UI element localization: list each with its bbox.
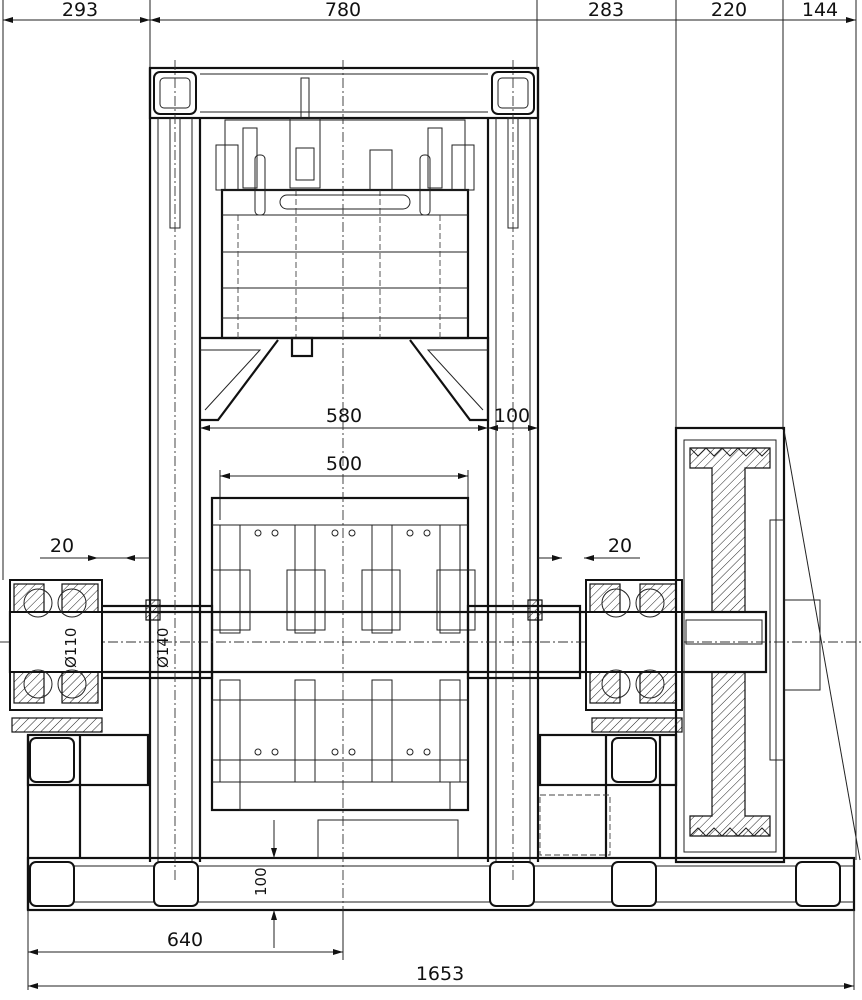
dim-500: 500 (326, 453, 362, 475)
dim-283: 283 (588, 0, 624, 21)
dim-100-post: 100 (494, 405, 530, 427)
shaft-diameter-labels: Ø110 Ø140 (62, 628, 172, 668)
top-dimension-chain: 293 780 283 220 144 (2, 0, 857, 860)
main-shaft (0, 579, 862, 733)
upper-mechanism (215, 77, 475, 358)
centre-lines (174, 60, 514, 960)
dim-100-base: 100 (252, 867, 270, 896)
base-frame (26, 733, 856, 912)
dim-580: 580 (326, 405, 362, 427)
rotor-assembly (210, 496, 476, 812)
dim-780: 780 (325, 0, 361, 21)
dim-d110: Ø110 (62, 628, 80, 668)
dim-1653: 1653 (416, 963, 464, 985)
dim-d140: Ø140 (154, 628, 172, 668)
dim-220: 220 (711, 0, 747, 21)
dim-293: 293 (62, 0, 98, 21)
bottom-dimensions: 640 1653 100 (27, 820, 855, 990)
dim-20-left: 20 (50, 535, 74, 557)
dim-20-right: 20 (608, 535, 632, 557)
v-belt-pulley (674, 426, 861, 864)
gap-dimensions: 20 20 (40, 535, 640, 561)
dim-640: 640 (167, 929, 203, 951)
dim-144: 144 (802, 0, 838, 21)
